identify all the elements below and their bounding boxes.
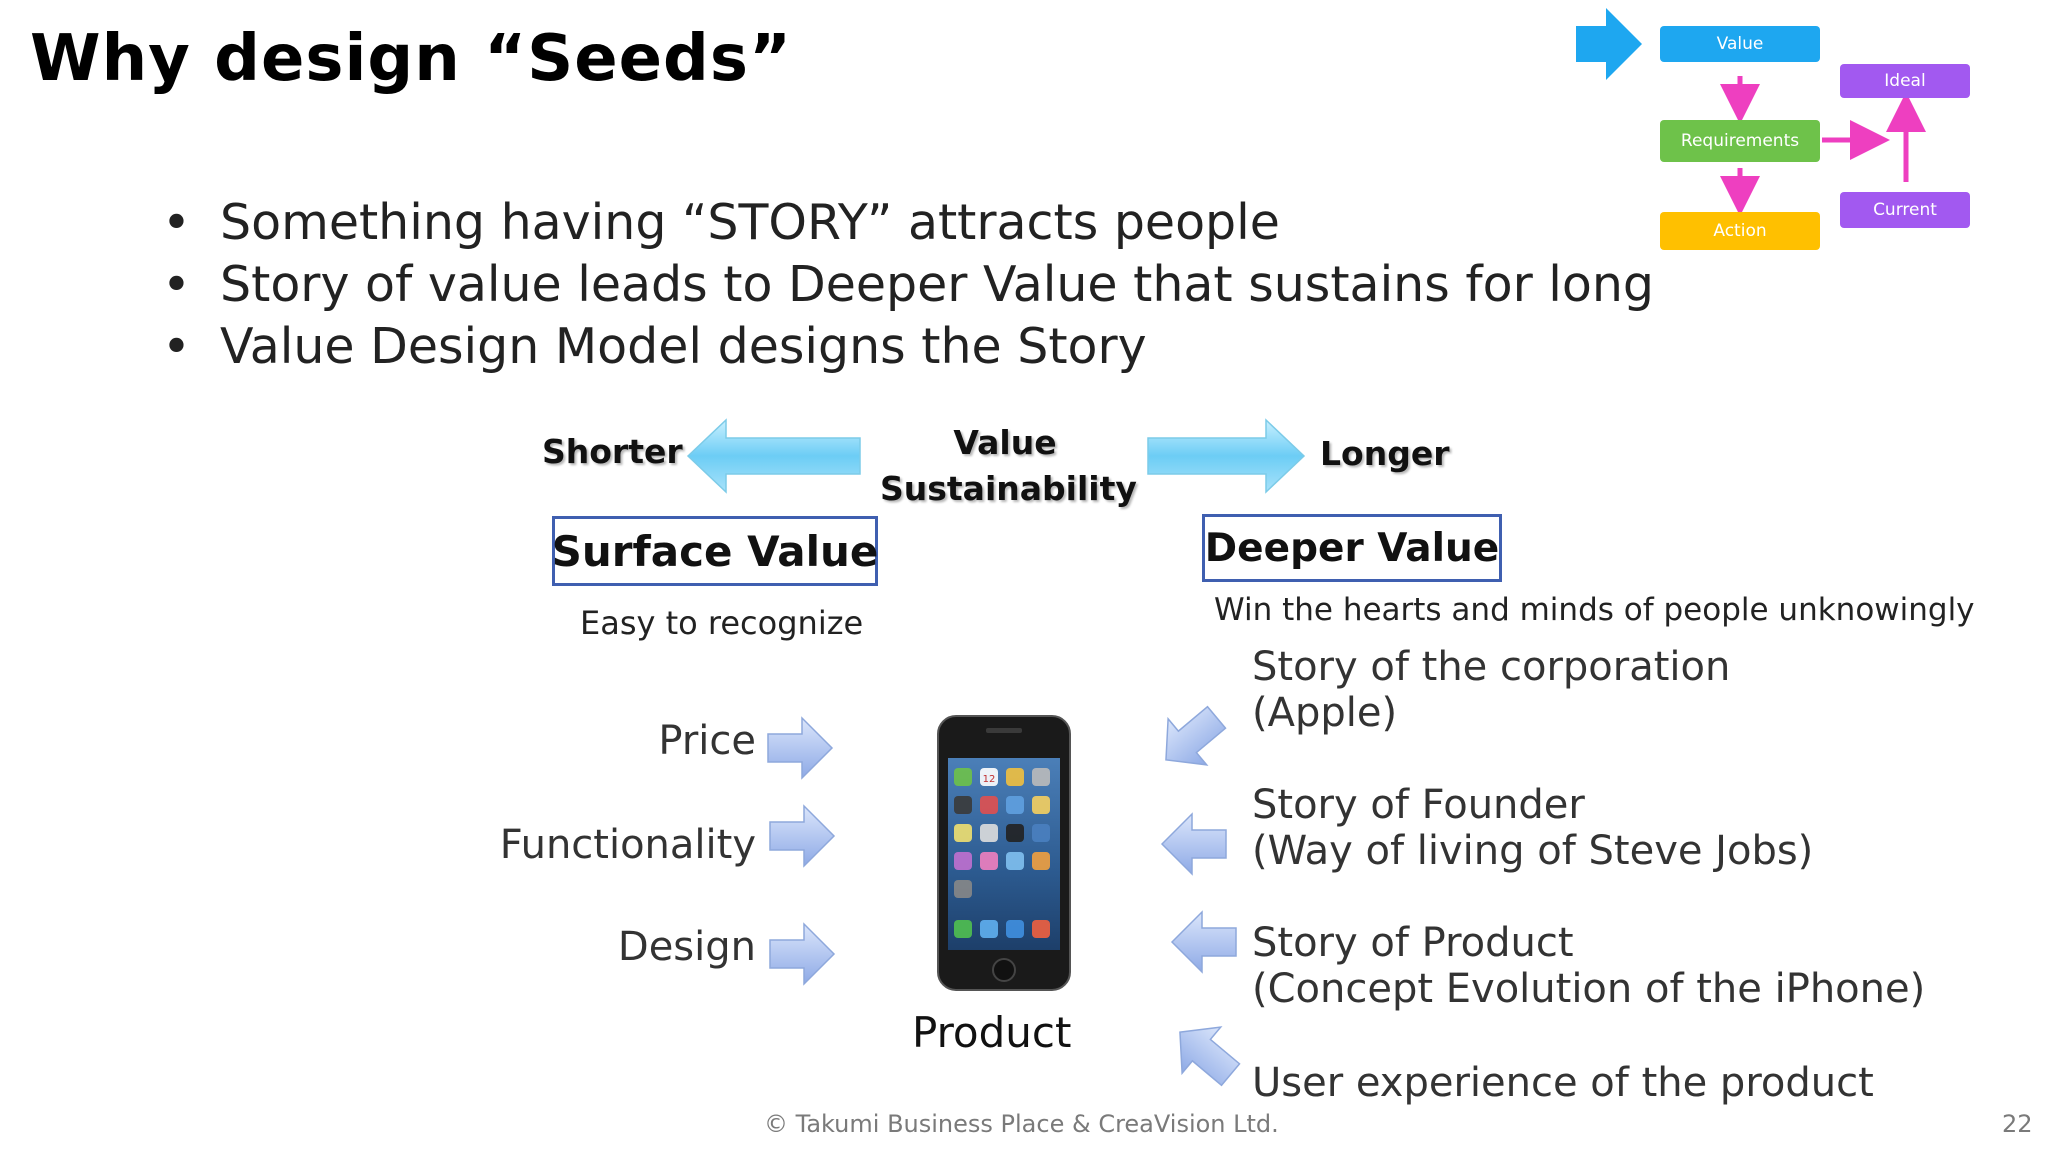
flow-box-current: Current (1840, 192, 1970, 228)
bullet-list: •Something having “STORY” attracts peopl… (150, 192, 1654, 378)
left-arrow-icon (686, 418, 861, 494)
deeper-item-line1: Story of Founder (1252, 782, 1585, 828)
sustainability-line1: Value (953, 423, 1057, 462)
deeper-item-product: Story of Product (Concept Evolution of t… (1252, 920, 1925, 1012)
flow-box-ideal: Ideal (1840, 64, 1970, 98)
surface-item-price: Price (658, 718, 756, 764)
value-sustainability-label: Value Sustainability (880, 420, 1137, 512)
bullet-item: •Story of value leads to Deeper Value th… (162, 256, 1655, 313)
deeper-item-line2: (Apple) (1252, 690, 1398, 736)
flow-box-action: Action (1660, 212, 1820, 250)
right-small-arrow-icon (767, 716, 834, 780)
smartphone-icon: 12 (937, 715, 1071, 991)
longer-label: Longer (1320, 434, 1450, 473)
right-small-arrow-icon (769, 804, 836, 868)
up-left-arrow-icon (1179, 1026, 1241, 1087)
right-small-arrow-icon (769, 922, 836, 986)
down-left-arrow-icon (1165, 705, 1227, 766)
deeper-caption: Win the hearts and minds of people unkno… (1214, 592, 1975, 628)
deeper-item-line2: (Concept Evolution of the iPhone) (1252, 966, 1926, 1012)
pointer-arrow-icon (1576, 8, 1642, 80)
deeper-item-founder: Story of Founder (Way of living of Steve… (1252, 782, 1813, 874)
app-icon-label: 12 (983, 774, 996, 785)
product-label: Product (912, 1008, 1072, 1057)
right-arrow-icon (1147, 418, 1306, 494)
flow-box-value: Value (1660, 26, 1820, 62)
bullet-item: •Value Design Model designs the Story (162, 318, 1147, 375)
product-phone: 12 (936, 714, 1072, 992)
surface-value-box: Surface Value (552, 516, 878, 586)
surface-item-design: Design (617, 924, 756, 970)
surface-item-functionality: Functionality (499, 822, 756, 868)
deeper-value-box: Deeper Value (1202, 514, 1502, 582)
flow-arrows (1576, 8, 1926, 216)
page-number: 22 (2002, 1110, 2033, 1138)
value-flow-diagram: Value Requirements Action Ideal Current (1570, 0, 1990, 260)
slide-title: Why design “Seeds” (30, 22, 792, 96)
left-small-arrow-icon (1170, 910, 1237, 974)
deeper-item-line1: Story of Product (1252, 920, 1574, 966)
deeper-item-line1: Story of the corporation (1252, 644, 1731, 690)
sustainability-line2: Sustainability (880, 469, 1137, 508)
deeper-item-corporation: Story of the corporation (Apple) (1252, 644, 1730, 736)
surface-caption: Easy to recognize (580, 604, 864, 642)
deeper-item-line2: (Way of living of Steve Jobs) (1252, 828, 1814, 874)
left-small-arrow-icon (1160, 812, 1227, 876)
flow-box-requirements: Requirements (1660, 120, 1820, 162)
bullet-item: •Something having “STORY” attracts peopl… (162, 194, 1280, 251)
deeper-item-user-experience: User experience of the product (1252, 1060, 1874, 1106)
footer-copyright: © Takumi Business Place & CreaVision Ltd… (764, 1110, 1279, 1138)
shorter-label: Shorter (542, 432, 683, 471)
deeper-item-line1: User experience of the product (1252, 1060, 1874, 1106)
